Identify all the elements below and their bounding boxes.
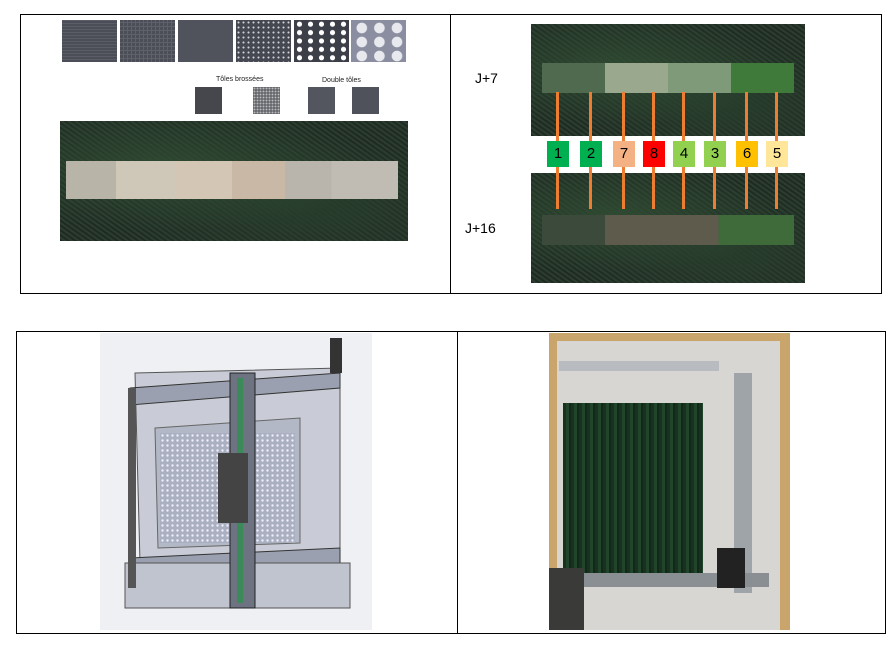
sample-tile-large-holes	[351, 20, 406, 62]
arrow-down	[556, 167, 559, 209]
arrow-up	[652, 92, 655, 141]
double-sample-2	[352, 87, 379, 114]
label-double-sheets: Double tôles	[322, 77, 361, 84]
arrow-down	[713, 167, 716, 209]
motor-unit	[717, 548, 745, 588]
top-table-divider	[450, 14, 451, 293]
top-rail	[559, 361, 719, 371]
mounted-sample-strip	[66, 161, 398, 199]
sample-strip-day-16	[542, 215, 794, 245]
vertical-rail	[734, 373, 752, 593]
sample-marker-4: 4	[673, 141, 695, 167]
arrow-down	[775, 167, 778, 209]
double-sample-1	[308, 87, 335, 114]
arrow-up	[775, 92, 778, 141]
bottom-table	[16, 331, 886, 634]
arrow-up	[682, 92, 685, 141]
arrow-down	[682, 167, 685, 209]
arrow-up	[713, 92, 716, 141]
sample-tile-fine-mesh	[62, 20, 117, 62]
sample-marker-8: 8	[643, 141, 665, 167]
sample-marker-6: 6	[736, 141, 758, 167]
label-day-16: J+16	[465, 220, 496, 236]
arrow-down	[589, 167, 592, 209]
sample-marker-1: 1	[547, 141, 569, 167]
sample-tile-plain	[178, 20, 233, 62]
biofilm-panel	[563, 403, 703, 583]
biofilm-photo-day-16	[531, 173, 805, 283]
arrow-up	[589, 92, 592, 141]
label-brushed-sheets: Tôles brossées	[216, 76, 264, 83]
wooden-frame	[549, 333, 790, 630]
sample-marker-7: 7	[613, 141, 635, 167]
sample-strip-photo	[60, 121, 408, 241]
arrow-down	[745, 167, 748, 209]
cad-model-rig	[100, 333, 372, 630]
sample-tile-small-holes	[294, 20, 349, 62]
sample-tile-micro-perforated	[236, 20, 291, 62]
arrow-up	[556, 92, 559, 141]
sample-marker-5: 5	[766, 141, 788, 167]
label-day-7: J+7	[475, 70, 498, 86]
sample-tile-grid-mesh	[120, 20, 175, 62]
vacuum	[549, 568, 584, 630]
experimental-rig-photo	[549, 333, 790, 630]
sample-marker-2: 2	[580, 141, 602, 167]
sample-strip-day-7	[542, 63, 794, 93]
bottom-table-divider	[457, 331, 458, 633]
arrow-up	[745, 92, 748, 141]
brushed-sample-2	[253, 87, 280, 114]
biofilm-photo-day-7	[531, 24, 805, 136]
sample-marker-3: 3	[704, 141, 726, 167]
top-table	[20, 14, 882, 294]
arrow-up	[622, 92, 625, 141]
arrow-down	[622, 167, 625, 209]
brushed-sample-1	[195, 87, 222, 114]
cad-drawing	[124, 338, 351, 609]
arrow-down	[652, 167, 655, 209]
